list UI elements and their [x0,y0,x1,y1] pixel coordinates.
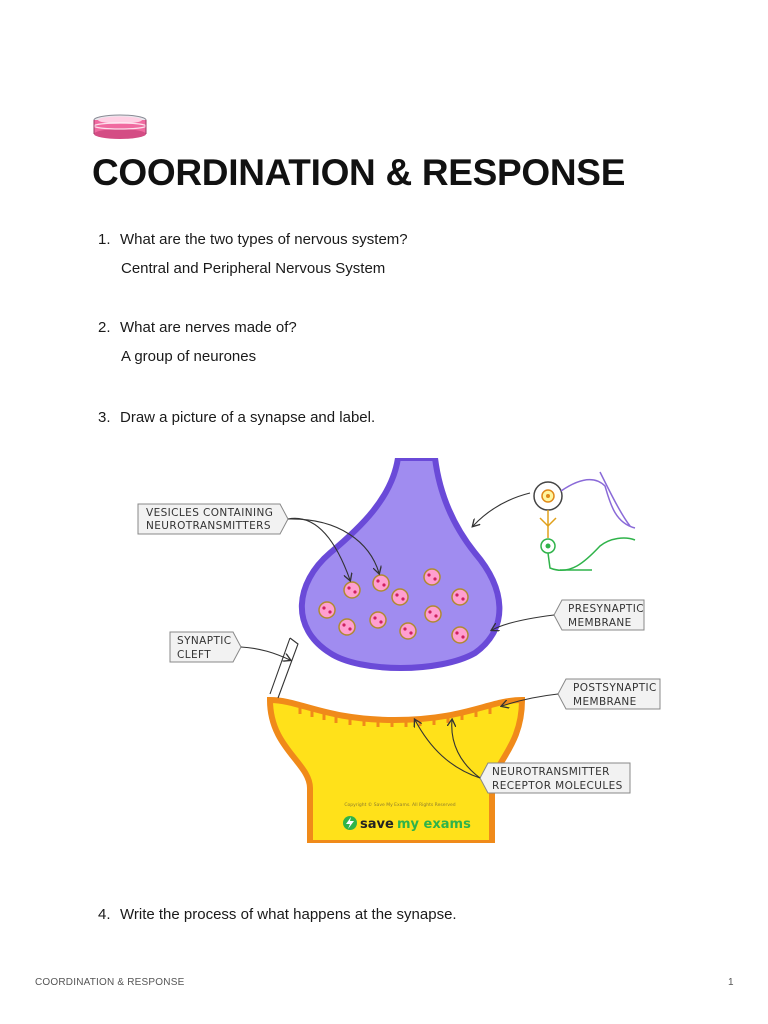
neuron-inset [533,471,636,571]
label-receptor-line-2: RECEPTOR MOLECULES [492,780,623,792]
question-3: 3. Draw a picture of a synapse and label. [98,409,375,426]
question-2: 2. What are nerves made of? [98,319,297,336]
question-text: What are the two types of nervous system… [120,231,408,248]
label-cleft-line-2: CLEFT [177,649,211,661]
copyright-text: Copyright © Save My Exams. All Rights Re… [344,801,455,808]
page-title: COORDINATION & RESPONSE [92,152,626,193]
page-number: 1 [728,977,734,988]
label-vesicles-line-1: VESICLES CONTAINING [146,507,273,519]
petri-dish-icon [93,114,147,139]
label-box-vesicles [137,503,289,535]
answer-2: A group of neurones [121,348,257,365]
question-number: 2. [98,319,111,336]
label-postsynaptic-line-2: MEMBRANE [573,696,637,708]
question-text: Write the process of what happens at the… [120,906,457,923]
label-vesicles-line-2: NEUROTRANSMITTERS [146,520,271,532]
question-1: 1. What are the two types of nervous syst… [98,231,408,248]
label-box-cleft [169,631,242,663]
label-presynaptic-line-2: MEMBRANE [568,617,632,629]
question-number: 1. [98,231,111,248]
question-text: Draw a picture of a synapse and label. [120,409,376,426]
question-number: 4. [98,906,111,923]
question-4: 4. Write the process of what happens at t… [98,906,457,923]
question-text: What are nerves made of? [120,319,297,336]
answer-1: Central and Peripheral Nervous System [121,260,386,277]
label-receptor-line-1: NEUROTRANSMITTER [492,766,610,778]
label-postsynaptic-line-1: POSTSYNAPTIC [573,682,657,694]
label-presynaptic-line-1: PRESYNAPTIC [568,603,644,615]
svg-text:save: save [360,817,394,832]
label-box-postsynaptic [557,678,661,710]
synapse-diagram: VESICLES CONTAINING NEUROTRANSMITTERS SY… [137,458,661,843]
footer-title: COORDINATION & RESPONSE [35,977,185,988]
label-box-receptor [479,762,631,794]
question-number: 3. [98,409,111,426]
label-box-presynaptic [553,599,645,631]
presynaptic-knob [298,458,503,671]
svg-text:my exams: my exams [397,817,471,832]
save-my-exams-logo: save my exams [343,816,471,832]
label-cleft-line-1: SYNAPTIC [177,635,232,647]
vesicles [318,568,469,644]
